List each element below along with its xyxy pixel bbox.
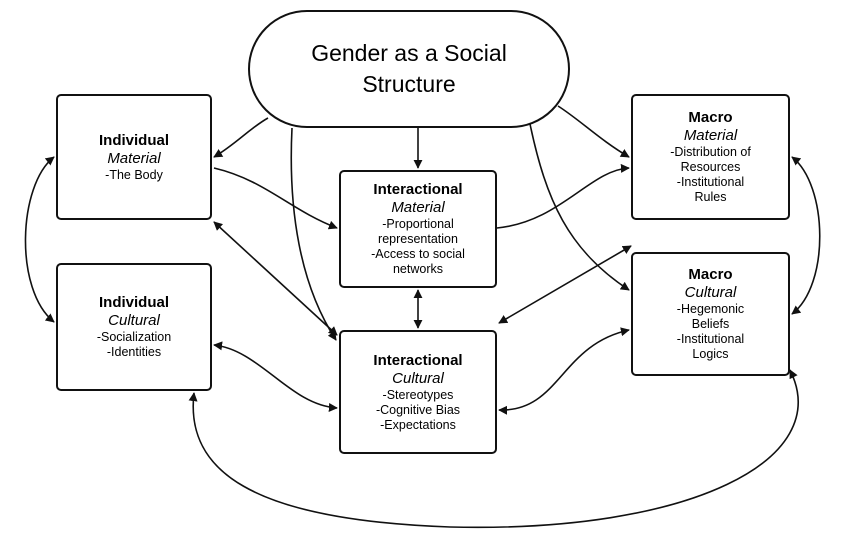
box-item: -Stereotypes: [382, 387, 454, 402]
arrow-mac-mat-mac-cul: [791, 156, 821, 315]
arrow-ind-mat-int-cul: [213, 221, 338, 336]
box-item: -Institutional: [676, 332, 745, 346]
box-title: Macro: [688, 109, 733, 126]
central-title-line1: Gender as a Social: [311, 40, 507, 66]
box-title: Individual: [98, 294, 169, 311]
box-item: -Hegemonic: [676, 302, 745, 316]
box-item: -Expectations: [380, 417, 456, 432]
box-item: Resources: [680, 160, 741, 174]
arrow-ind-cul-mac-cul: [188, 369, 799, 529]
arrow-ind-mat-to-int-mat: [213, 167, 338, 230]
macro-cultural-box: Macro Cultural -Hegemonic Beliefs -Insti…: [631, 252, 790, 376]
central-title-line2: Structure: [362, 71, 456, 97]
arrow-int-mat-to-mac-mat: [496, 163, 630, 229]
gender-social-structure-node: Gender as a Social Structure: [248, 10, 570, 128]
box-item: -Distribution of: [670, 145, 751, 159]
box-item: -Socialization: [96, 330, 172, 344]
box-subtitle: Cultural: [684, 284, 737, 301]
box-item: -Institutional: [676, 175, 745, 189]
box-subtitle: Cultural: [392, 369, 444, 387]
box-item: -Identities: [106, 345, 162, 359]
box-item: Beliefs: [691, 317, 730, 331]
box-subtitle: Material: [107, 149, 161, 167]
box-title: Interactional: [373, 181, 463, 198]
individual-material-box: Individual Material -The Body: [56, 94, 212, 220]
box-item: Logics: [692, 347, 729, 361]
interactional-cultural-box: Interactional Cultural -Stereotypes -Cog…: [339, 330, 497, 454]
box-title: Macro: [688, 266, 733, 283]
box-subtitle: Material: [391, 199, 445, 216]
arrow-mac-mat-int-cul: [498, 245, 632, 324]
box-item: -Proportional: [382, 217, 454, 231]
interactional-material-box: Interactional Material -Proportional rep…: [339, 170, 497, 288]
box-item: -The Body: [105, 167, 163, 182]
arrow-ind-mat-ind-cul: [24, 156, 55, 323]
box-item: -Cognitive Bias: [375, 402, 461, 417]
box-title: Interactional: [373, 351, 463, 369]
box-item: networks: [392, 262, 444, 276]
arrow-ind-cul-int-cul: [213, 341, 338, 412]
box-item: representation: [378, 232, 458, 246]
box-item: Rules: [694, 190, 727, 204]
box-subtitle: Material: [683, 127, 738, 144]
box-item: -Access to social: [371, 247, 465, 261]
individual-cultural-box: Individual Cultural -Socialization -Iden…: [56, 263, 212, 391]
box-title: Individual: [98, 131, 169, 149]
macro-material-box: Macro Material -Distribution of Resource…: [631, 94, 790, 220]
arrow-central-to-ind-mat: [213, 117, 269, 158]
arrow-central-to-mac-cul: [529, 123, 630, 291]
arrow-central-to-int-cul: [290, 127, 337, 341]
box-subtitle: Cultural: [108, 312, 160, 329]
arrow-mac-cul-int-cul: [498, 327, 630, 415]
arrow-central-to-mac-mat: [557, 105, 630, 158]
